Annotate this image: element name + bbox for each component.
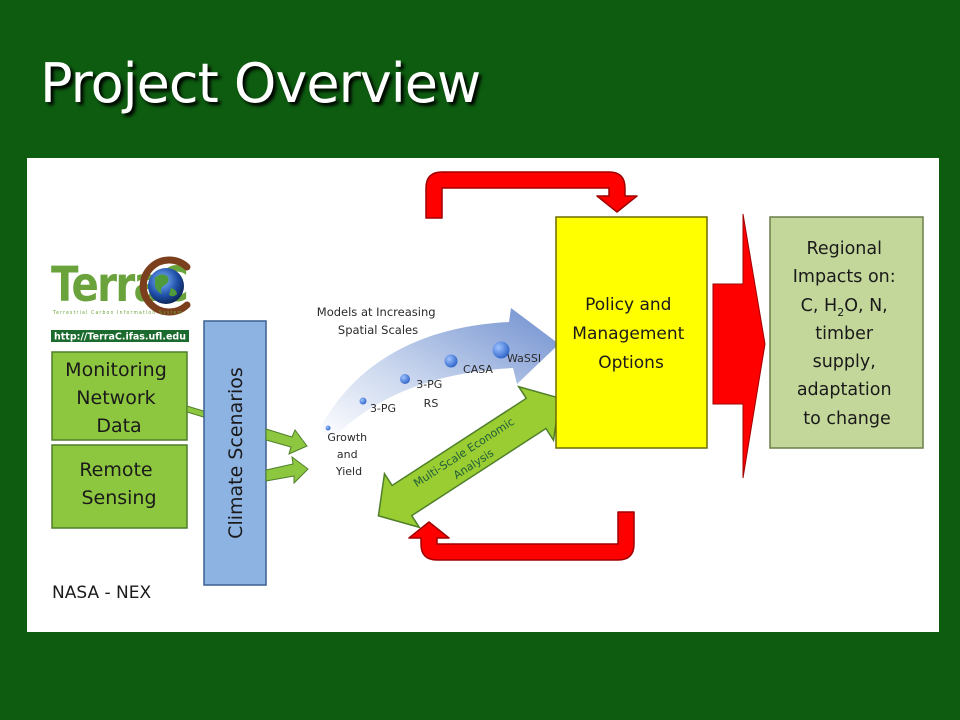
top-feedback-arrow <box>425 171 638 219</box>
logo-url: http://TerraC.ifas.ufl.edu <box>54 332 186 343</box>
model-label-wassi: WaSSI <box>507 352 541 365</box>
remote-sensing-label: Remote Sensing <box>79 459 158 509</box>
model-label-growth-yield: Growth and Yield <box>327 431 370 478</box>
nasa-nex-label: NASA - NEX <box>52 583 151 603</box>
bottom-feedback-arrow <box>408 511 635 561</box>
globe-icon <box>148 268 184 304</box>
climate-to-models-arrow-upper <box>265 428 308 455</box>
model-label-casa: CASA <box>463 363 493 376</box>
policy-management-box <box>555 216 708 449</box>
climate-to-models-arrow-lower <box>265 455 309 485</box>
monitoring-network-box <box>51 351 188 441</box>
model-dot-3pg-rs <box>400 374 410 384</box>
models-heading: Models at Increasing Spatial Scales <box>317 305 439 337</box>
remote-sensing-box <box>51 444 188 529</box>
globe-land-icon <box>155 274 177 297</box>
model-dot-wassi <box>492 341 510 359</box>
project-overview-diagram: TerraC Terrestrial Carbon Information Sy… <box>51 171 924 603</box>
logo-c-ring-icon <box>139 256 191 316</box>
regional-impacts-box <box>769 216 924 449</box>
model-label-3pg-rs: 3-PG RS <box>416 378 446 410</box>
monitoring-network-label: Monitoring Network Data <box>65 359 173 437</box>
climate-scenarios-label: Climate Scenarios <box>225 367 247 539</box>
economic-analysis-double-arrow: Multi-Scale Economic Analysis <box>377 385 561 529</box>
policy-management-label: Policy and Management Options <box>572 295 689 373</box>
logo-subtitle: Terrestrial Carbon Information System <box>52 310 183 316</box>
climate-scenarios-box <box>203 320 267 586</box>
model-label-3pg: 3-PG <box>370 402 396 415</box>
terrac-logo: TerraC Terrestrial Carbon Information Sy… <box>51 256 191 343</box>
model-dot-growth-yield <box>325 425 331 431</box>
model-dot-3pg <box>359 397 367 405</box>
policy-to-impacts-arrow <box>712 213 766 479</box>
model-dot-casa <box>444 354 458 368</box>
diagram-panel: TerraC Terrestrial Carbon Information Sy… <box>27 158 939 632</box>
slide-title: Project Overview <box>40 52 481 115</box>
logo-url-bar <box>51 330 189 342</box>
regional-impacts-label: Regional Impacts on: C, H2O, N, timber s… <box>793 239 901 429</box>
models-scale-ribbon-arrow <box>319 308 559 440</box>
